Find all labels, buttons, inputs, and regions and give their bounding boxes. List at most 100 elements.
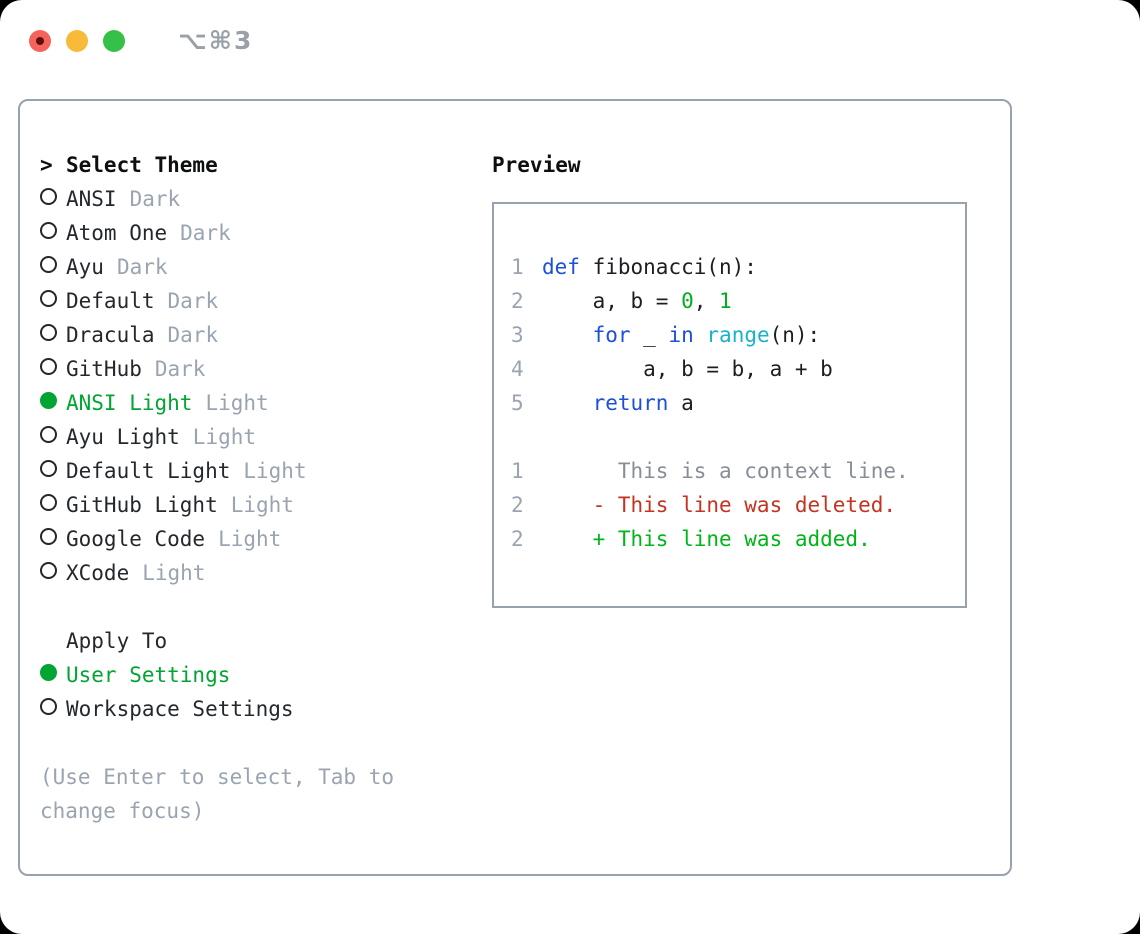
radio-unselected-icon: [40, 426, 57, 443]
radio-icon: [40, 352, 66, 386]
theme-variant-label: Dark: [154, 357, 206, 381]
radio-icon: [40, 556, 66, 590]
theme-variant-label: Light: [192, 425, 257, 449]
line-number: 2: [511, 493, 524, 517]
line-number: 2: [511, 527, 524, 551]
radio-unselected-icon: [40, 698, 57, 715]
theme-option[interactable]: Atom One Dark: [40, 216, 492, 250]
code-line: 5 return a: [511, 386, 965, 420]
keyboard-hint: (Use Enter to select, Tab to change focu…: [40, 765, 395, 823]
radio-selected-icon: [40, 392, 57, 409]
radio-icon: [40, 182, 66, 216]
code-segment: (n):: [769, 323, 821, 347]
theme-variant-label: Dark: [116, 255, 168, 279]
theme-name-label: Dracula: [66, 323, 155, 347]
radio-icon: [40, 386, 66, 420]
code-segment: ,: [693, 289, 720, 313]
code-line: 1 This is a context line.: [511, 454, 965, 488]
radio-unselected-icon: [40, 256, 57, 273]
theme-variant-label: Light: [243, 459, 307, 483]
select-theme-title: Select Theme: [66, 153, 218, 177]
line-number: 1: [511, 255, 524, 279]
theme-variant-label: Light: [142, 561, 206, 585]
line-number: 1: [511, 459, 524, 483]
theme-name-label: Ayu Light: [66, 425, 180, 449]
code-segment: def: [542, 255, 580, 279]
code-segment: [542, 391, 593, 415]
radio-icon: [40, 692, 66, 726]
theme-option[interactable]: Ayu Dark: [40, 250, 492, 284]
apply-to-option[interactable]: User Settings: [40, 658, 492, 692]
code-segment: [694, 323, 707, 347]
code-segment: in: [668, 323, 694, 347]
theme-option[interactable]: GitHub Dark: [40, 352, 492, 386]
radio-icon: [40, 488, 66, 522]
titlebar: ⌥⌘3: [29, 26, 253, 55]
line-number: 4: [511, 357, 524, 381]
radio-unselected-icon: [40, 222, 57, 239]
line-number: [511, 420, 542, 454]
minimize-button[interactable]: [66, 29, 88, 52]
theme-name-label: ANSI Light: [66, 391, 193, 415]
radio-unselected-icon: [40, 528, 57, 545]
theme-name-label: GitHub: [66, 357, 142, 381]
code-segment: fibonacci(n):: [579, 255, 757, 279]
radio-icon: [40, 658, 66, 692]
apply-option-label: User Settings: [66, 663, 231, 687]
code-segment: - This line was deleted.: [542, 493, 897, 517]
theme-variant-label: Dark: [180, 221, 231, 245]
radio-icon: [40, 318, 66, 352]
close-button[interactable]: [29, 29, 51, 52]
code-line: 2 - This line was deleted.: [511, 488, 965, 522]
theme-variant-label: Light: [205, 391, 269, 415]
radio-unselected-icon: [40, 324, 57, 341]
theme-option[interactable]: Default Light Light: [40, 454, 492, 488]
code-segment: _: [630, 323, 669, 347]
code-line: [511, 420, 965, 454]
radio-unselected-icon: [40, 188, 57, 205]
apply-to-option[interactable]: Workspace Settings: [40, 692, 492, 726]
code-segment: a, b = b, a + b: [542, 357, 833, 381]
select-theme-header: > Select Theme: [40, 148, 492, 182]
code-line: 2 + This line was added.: [511, 522, 965, 556]
radio-icon: [40, 284, 66, 318]
radio-unselected-icon: [40, 494, 57, 511]
radio-unselected-icon: [40, 358, 57, 375]
radio-unselected-icon: [40, 290, 57, 307]
radio-icon: [40, 420, 66, 454]
theme-variant-label: Dark: [167, 289, 219, 313]
code-segment: 1: [719, 289, 732, 313]
apply-option-label: Workspace Settings: [66, 697, 294, 721]
focus-caret-icon: >: [40, 153, 53, 177]
apply-to-header: Apply To: [66, 629, 168, 653]
code-segment: a: [668, 391, 694, 415]
line-number: 3: [511, 323, 524, 347]
code-line: 4 a, b = b, a + b: [511, 352, 965, 386]
code-segment: return: [592, 391, 669, 415]
code-line: 2 a, b = 0, 1: [511, 284, 965, 318]
theme-name-label: Ayu: [66, 255, 104, 279]
theme-option[interactable]: Ayu Light Light: [40, 420, 492, 454]
window-title: ⌥⌘3: [178, 26, 254, 55]
theme-option[interactable]: ANSI Light Light: [40, 386, 492, 420]
code-segment: range: [706, 323, 770, 347]
code-segment: + This line was added.: [542, 527, 871, 551]
theme-name-label: Default Light: [66, 459, 231, 483]
code-line: 1 def fibonacci(n):: [511, 250, 965, 284]
code-line: 3 for _ in range(n):: [511, 318, 965, 352]
zoom-button[interactable]: [103, 29, 125, 52]
code-segment: for: [592, 323, 631, 347]
theme-name-label: Atom One: [66, 221, 168, 245]
